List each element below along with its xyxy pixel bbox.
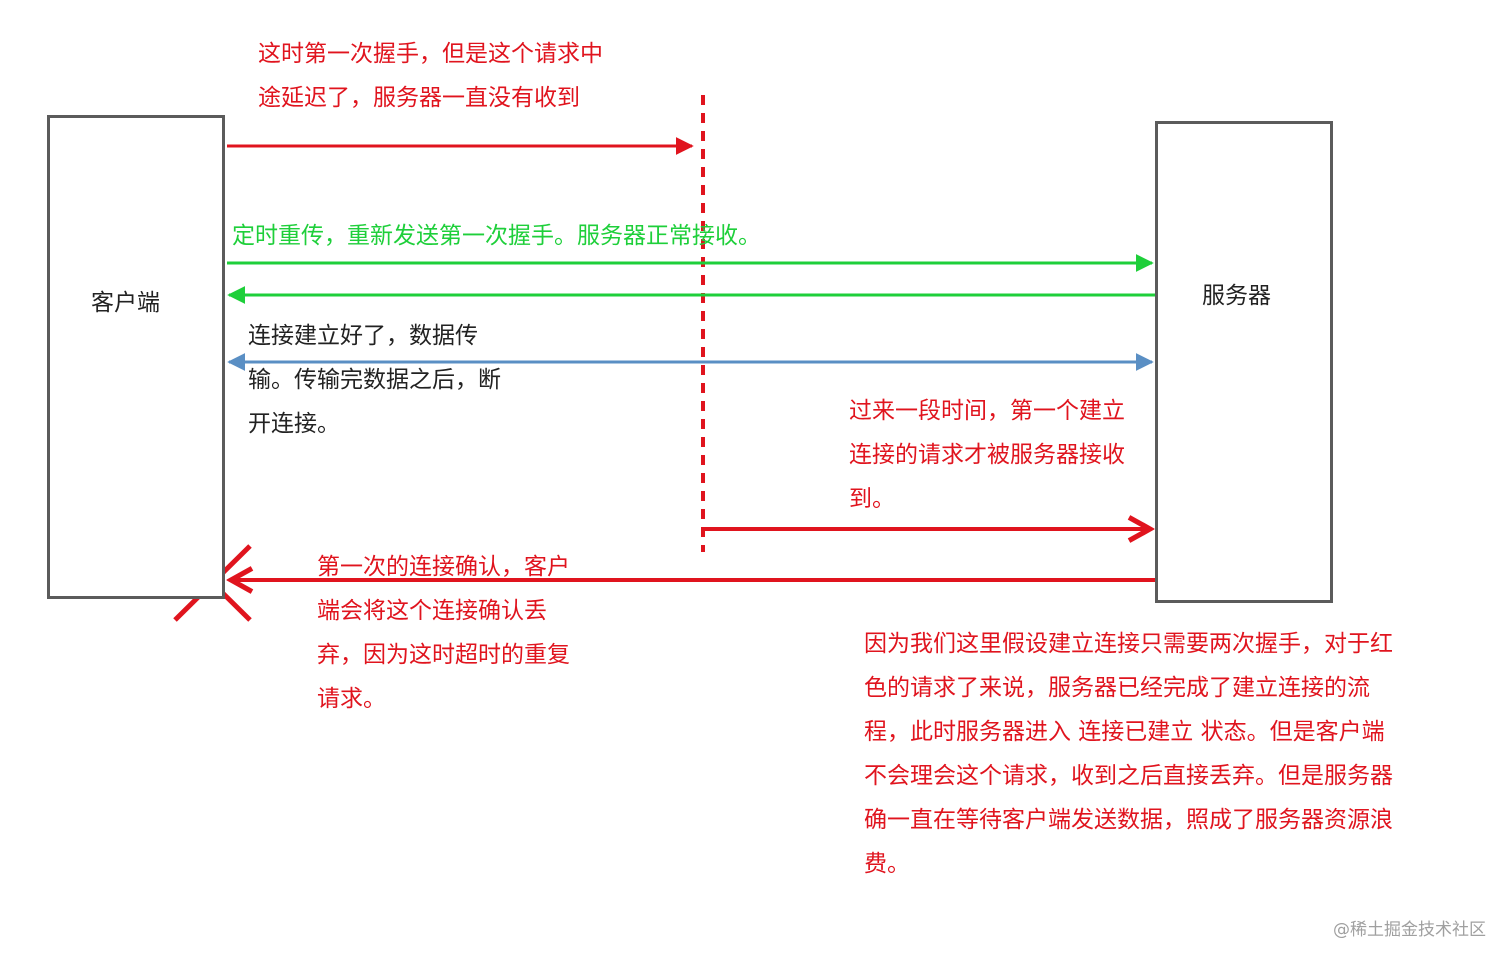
client-label: 客户端 [91,290,160,316]
server-box [1155,121,1333,603]
note-delayed-arrival: 过来一段时间，第一个建立 连接的请求才被服务器接收 到。 [849,398,1125,512]
note-explanation: 因为我们这里假设建立连接只需要两次握手，对于红 色的请求了来说，服务器已经完成了… [864,631,1393,877]
note-data-transfer: 连接建立好了，数据传 输。传输完数据之后，断 开连接。 [248,323,501,437]
note-client-discard: 第一次的连接确认，客户 端会将这个连接确认丢 弃，因为这时超时的重复 请求。 [317,554,570,712]
note-first-handshake-delayed: 这时第一次握手，但是这个请求中 途延迟了，服务器一直没有收到 [258,41,603,111]
watermark: @稀土掘金技术社区 [1333,920,1486,940]
server-label: 服务器 [1202,283,1271,309]
note-retransmit: 定时重传，重新发送第一次握手。服务器正常接收。 [232,223,761,249]
client-box [47,115,225,599]
